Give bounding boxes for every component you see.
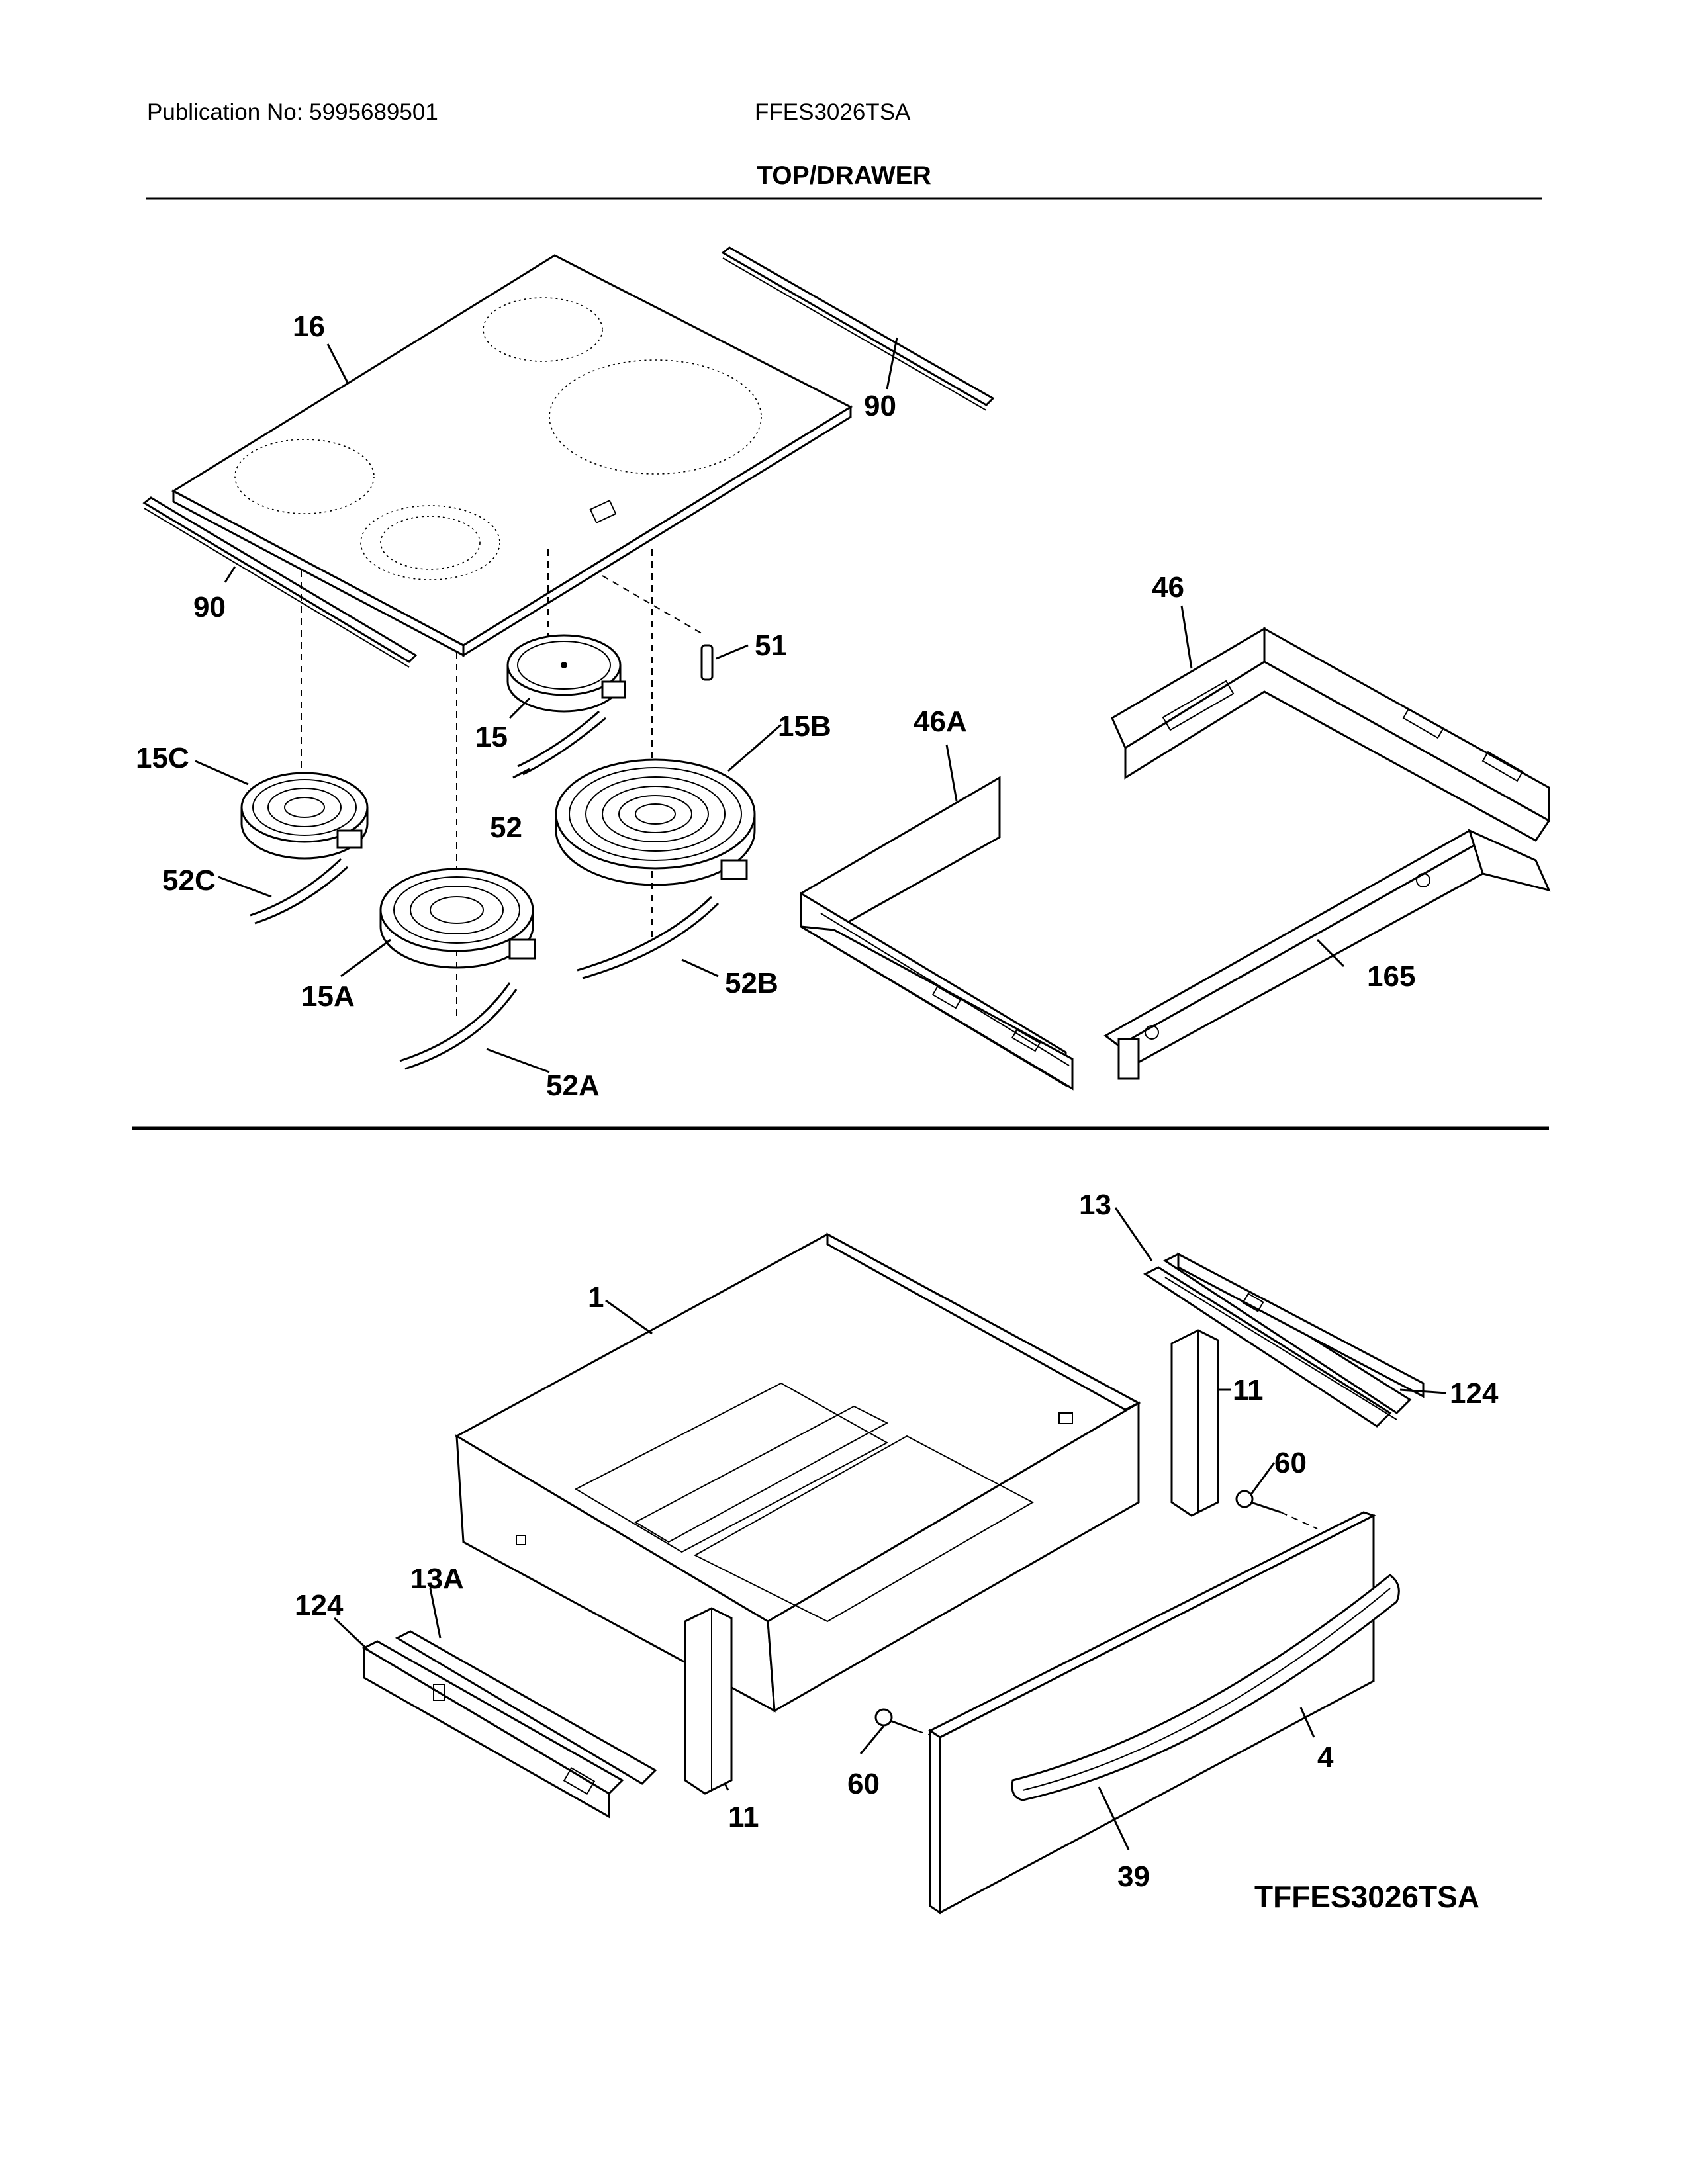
drawer-slide-right xyxy=(1143,1252,1425,1428)
callout-15b: 15B xyxy=(778,710,831,743)
screw-alignment-upper xyxy=(1280,1512,1318,1529)
screw-upper xyxy=(1235,1490,1282,1514)
callout-15c: 15C xyxy=(136,742,189,774)
callout-39: 39 xyxy=(1117,1860,1150,1893)
radiant-element-large xyxy=(555,758,756,886)
drawer-slide-left xyxy=(361,1630,657,1819)
callout-4: 4 xyxy=(1317,1741,1334,1774)
drawer-handle xyxy=(1011,1574,1400,1801)
callout-15a: 15A xyxy=(301,980,355,1013)
radiant-element-front xyxy=(379,868,536,969)
drawer-front-panel xyxy=(928,1511,1376,1915)
callout-52c: 52C xyxy=(162,864,216,897)
front-frame-bracket xyxy=(799,776,1074,1091)
diagram-id: TFFES3026TSA xyxy=(1254,1880,1479,1914)
model-number: FFES3026TSA xyxy=(755,99,911,125)
leader-lines xyxy=(195,337,1447,1850)
drawer-bracket-right xyxy=(1170,1329,1219,1517)
radiant-element-left xyxy=(240,772,369,860)
trim-strip-rear xyxy=(721,246,995,411)
callout-52b: 52B xyxy=(725,967,778,999)
callout-1: 1 xyxy=(588,1281,604,1314)
radiant-element-small xyxy=(506,634,626,713)
callout-124-left: 124 xyxy=(295,1589,344,1621)
callout-52a: 52A xyxy=(546,1069,600,1102)
callout-60-lower: 60 xyxy=(847,1768,880,1800)
callout-13a: 13A xyxy=(410,1563,464,1595)
callout-46a: 46A xyxy=(914,705,967,738)
screw-lower xyxy=(874,1708,917,1732)
callout-165: 165 xyxy=(1367,960,1415,993)
trim-strip-front xyxy=(142,496,418,668)
rear-frame-bracket xyxy=(1111,627,1551,842)
callout-51: 51 xyxy=(755,629,787,662)
callout-15: 15 xyxy=(475,721,508,753)
cooktop-glass xyxy=(171,254,853,657)
publication-number: Publication No: 5995689501 xyxy=(147,99,438,125)
callout-90-front: 90 xyxy=(193,591,226,623)
drawer-bracket-left xyxy=(684,1607,733,1795)
callout-46: 46 xyxy=(1152,571,1184,604)
callout-124-right: 124 xyxy=(1450,1377,1499,1410)
callout-90-rear: 90 xyxy=(864,390,896,422)
element-straps xyxy=(250,710,720,1070)
section-title: TOP/DRAWER xyxy=(757,161,931,190)
drawer-box xyxy=(454,1232,1141,1713)
callout-16: 16 xyxy=(293,310,325,343)
callout-60-upper: 60 xyxy=(1274,1447,1307,1479)
callout-13: 13 xyxy=(1079,1189,1111,1221)
alignment-lines xyxy=(301,549,706,1019)
callout-52: 52 xyxy=(490,811,522,844)
callout-11-left: 11 xyxy=(728,1801,759,1833)
callout-11-right: 11 xyxy=(1233,1374,1264,1406)
frame-rail xyxy=(1103,829,1551,1080)
sensor-switch xyxy=(700,644,714,681)
